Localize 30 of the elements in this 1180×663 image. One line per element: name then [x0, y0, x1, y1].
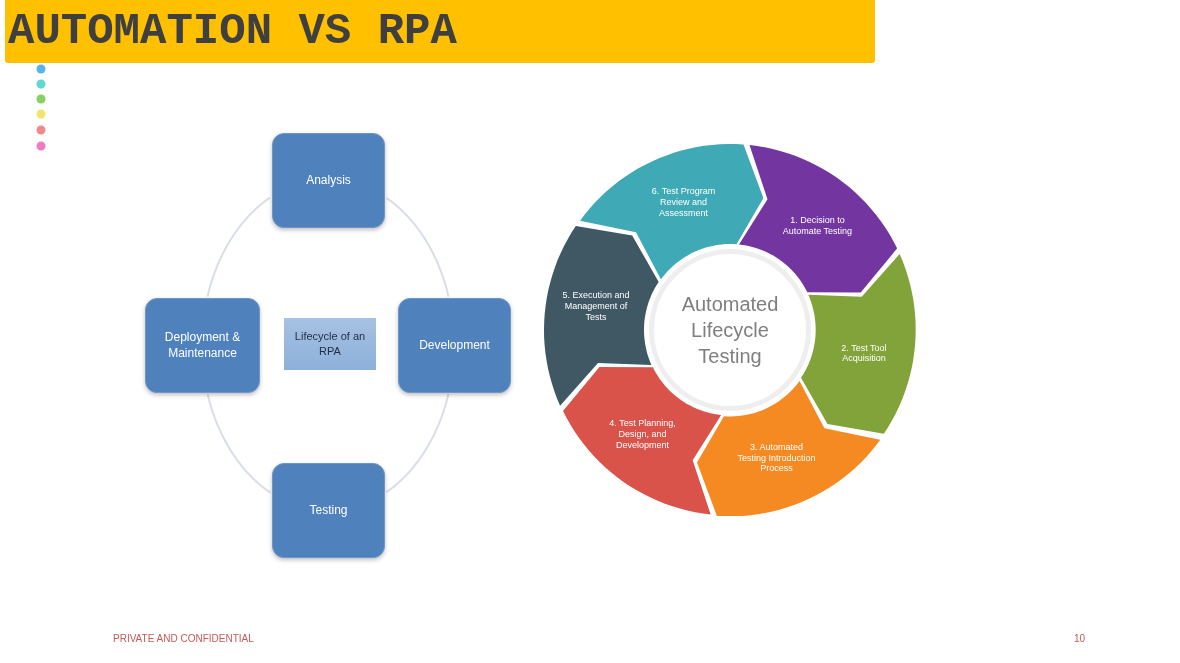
process-box: [145, 298, 260, 393]
arrow-segment: [739, 145, 898, 293]
cycle-connector: [385, 197, 450, 298]
cycle-connector: [385, 393, 450, 494]
box-label: Analysis: [306, 172, 351, 189]
box-label: Deployment & Maintenance: [163, 329, 242, 362]
process-box: [398, 298, 511, 393]
box-label: Lifecycle of an RPA: [293, 329, 367, 359]
segment-label: 6. Test Program Review and Assessment: [650, 186, 717, 219]
slide-title: AUTOMATION VS RPA: [8, 9, 457, 53]
cycle-connector: [206, 393, 272, 494]
segment-label: 4. Test Planning, Design, and Development: [608, 418, 677, 451]
arrow-segment: [562, 367, 721, 515]
cycle-connector: [206, 196, 272, 298]
footer-note: PRIVATE AND CONFIDENTIAL: [113, 634, 254, 644]
box-label: Testing: [309, 502, 348, 519]
arrow-segment: [579, 144, 763, 280]
process-box: [272, 133, 385, 228]
segment-label: 2. Test Tool Acquisition: [840, 342, 888, 365]
process-box: [272, 463, 385, 558]
arrow-segment: [544, 226, 659, 406]
segment-label: 5. Execution and Management of Tests: [561, 290, 631, 323]
segment-label: 1. Decision to Automate Testing: [781, 215, 854, 237]
center-label: Automated Lifecycle Testing: [680, 292, 780, 369]
arrow-segment: [801, 254, 916, 434]
segment-label: 3. Automated Testing Introduction Process: [736, 441, 817, 474]
arrow-segment: [697, 380, 881, 516]
center-box: [284, 318, 376, 370]
page-number: 10: [1074, 634, 1086, 644]
box-label: Development: [419, 337, 490, 354]
